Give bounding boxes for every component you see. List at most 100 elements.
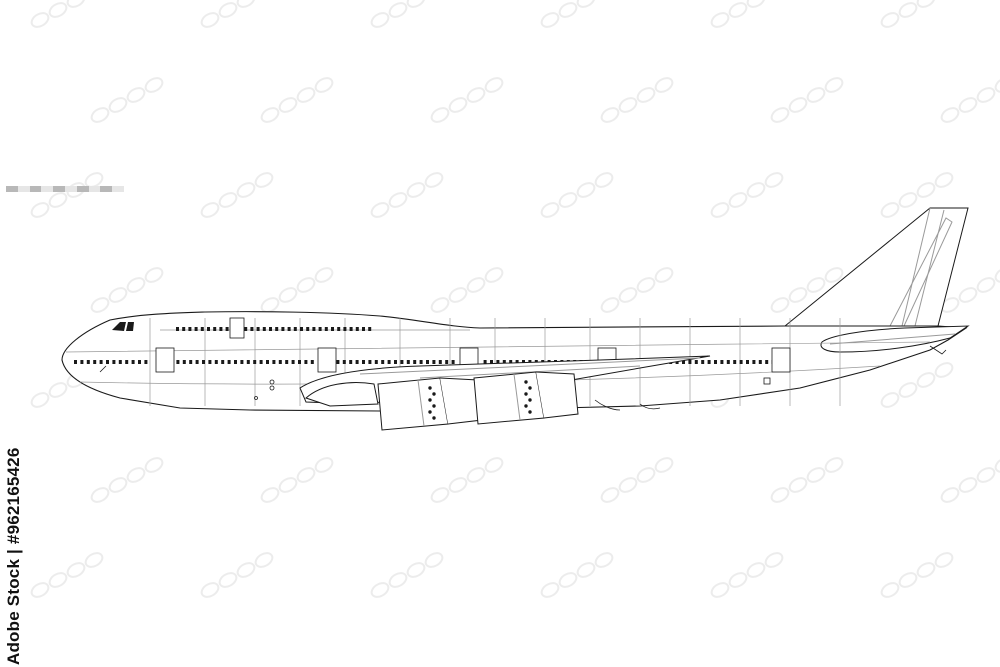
- watermark-mark: [654, 77, 674, 93]
- watermark-mark: [108, 477, 128, 493]
- main-deck-window: [438, 360, 442, 364]
- cabin-door: [317, 347, 337, 373]
- main-deck-window: [138, 360, 141, 364]
- main-deck-window: [336, 360, 340, 364]
- watermark-mark: [764, 552, 784, 568]
- watermark-mark: [260, 297, 280, 313]
- watermark-mark: [448, 97, 468, 113]
- watermark-mark: [218, 2, 238, 18]
- engine-vent: [432, 404, 436, 408]
- watermark-mark: [600, 487, 620, 503]
- watermark-mark: [278, 287, 298, 303]
- watermark-mark: [976, 87, 996, 103]
- main-deck-window: [189, 360, 193, 364]
- watermark-mark: [898, 382, 918, 398]
- watermark-mark: [994, 457, 1000, 473]
- main-deck-window: [74, 360, 77, 364]
- engine-vent: [524, 392, 528, 396]
- watermark-mark: [940, 487, 960, 503]
- main-deck-window: [131, 360, 135, 364]
- upper-deck-window: [219, 327, 223, 331]
- upper-deck-window: [194, 327, 198, 331]
- watermark-mark: [218, 192, 238, 208]
- watermark-mark: [898, 2, 918, 18]
- main-deck-window: [509, 360, 513, 364]
- watermark-mark: [296, 87, 316, 103]
- upper-deck-window: [275, 327, 279, 331]
- upper-deck-window: [207, 327, 210, 331]
- watermark-mark: [48, 382, 68, 398]
- watermark-mark: [558, 2, 578, 18]
- watermark-mark: [466, 87, 486, 103]
- upper-deck-window: [182, 327, 186, 331]
- watermark-mark: [576, 182, 596, 198]
- engine-vent: [524, 404, 528, 408]
- main-deck-window: [80, 360, 84, 364]
- vertical-stabilizer: [783, 207, 969, 327]
- watermark-mark: [594, 172, 614, 188]
- scale-bar-segment: [76, 186, 89, 192]
- watermark-mark: [654, 267, 674, 283]
- upper-deck-window: [200, 327, 204, 331]
- watermark-mark: [558, 192, 578, 208]
- watermark-mark: [636, 467, 656, 483]
- watermark-mark: [880, 392, 900, 408]
- upper-deck-window: [355, 327, 359, 331]
- watermark-mark: [406, 562, 426, 578]
- main-deck-window: [291, 360, 295, 364]
- engine-nacelle: [473, 371, 545, 425]
- watermark-mark: [600, 297, 620, 313]
- watermark-mark: [314, 77, 334, 93]
- watermark-mark: [236, 562, 256, 578]
- watermark-mark: [636, 277, 656, 293]
- watermark-mark: [600, 107, 620, 123]
- watermark-mark: [236, 182, 256, 198]
- watermark-mark: [260, 487, 280, 503]
- watermark-mark: [576, 562, 596, 578]
- upper-deck-window: [262, 327, 266, 331]
- watermark-mark: [370, 202, 390, 218]
- main-deck-window: [490, 360, 493, 364]
- watermark-mark: [880, 12, 900, 28]
- watermark-mark: [406, 182, 426, 198]
- engine-vent: [528, 410, 532, 414]
- main-deck-window: [496, 360, 500, 364]
- engine-panel: [417, 379, 425, 427]
- watermark-mark: [296, 277, 316, 293]
- watermark-mark: [66, 182, 86, 198]
- engine-exhaust: [535, 371, 579, 419]
- scale-bar-segment: [64, 186, 77, 192]
- watermark-mark: [994, 77, 1000, 93]
- watermark-mark: [788, 97, 808, 113]
- scale-bar-segment: [88, 186, 101, 192]
- watermark-mark: [296, 467, 316, 483]
- watermark-mark: [764, 172, 784, 188]
- watermark-mark: [66, 562, 86, 578]
- cabin-door: [771, 347, 791, 373]
- watermark-mark: [314, 267, 334, 283]
- main-deck-window: [298, 360, 301, 364]
- main-deck-window: [374, 360, 378, 364]
- main-deck-window: [234, 360, 237, 364]
- main-deck-window: [720, 360, 724, 364]
- main-deck-window: [355, 360, 359, 364]
- watermark-mark: [994, 267, 1000, 283]
- upper-deck-window: [349, 327, 353, 331]
- upper-deck-window: [176, 327, 179, 331]
- main-deck-window: [144, 360, 148, 364]
- watermark-mark: [144, 457, 164, 473]
- main-deck-window: [221, 360, 225, 364]
- watermark-mark: [254, 172, 274, 188]
- watermark-mark: [916, 372, 936, 388]
- main-deck-window: [733, 360, 737, 364]
- upper-deck-window: [318, 327, 322, 331]
- main-deck-window: [483, 360, 487, 364]
- watermark-mark: [806, 467, 826, 483]
- main-deck-window: [368, 360, 372, 364]
- main-deck-window: [285, 360, 289, 364]
- watermark-mark: [618, 97, 638, 113]
- credit-separator: |: [4, 544, 23, 559]
- main-deck-window: [304, 360, 308, 364]
- watermark-mark: [940, 107, 960, 123]
- watermark-mark: [254, 552, 274, 568]
